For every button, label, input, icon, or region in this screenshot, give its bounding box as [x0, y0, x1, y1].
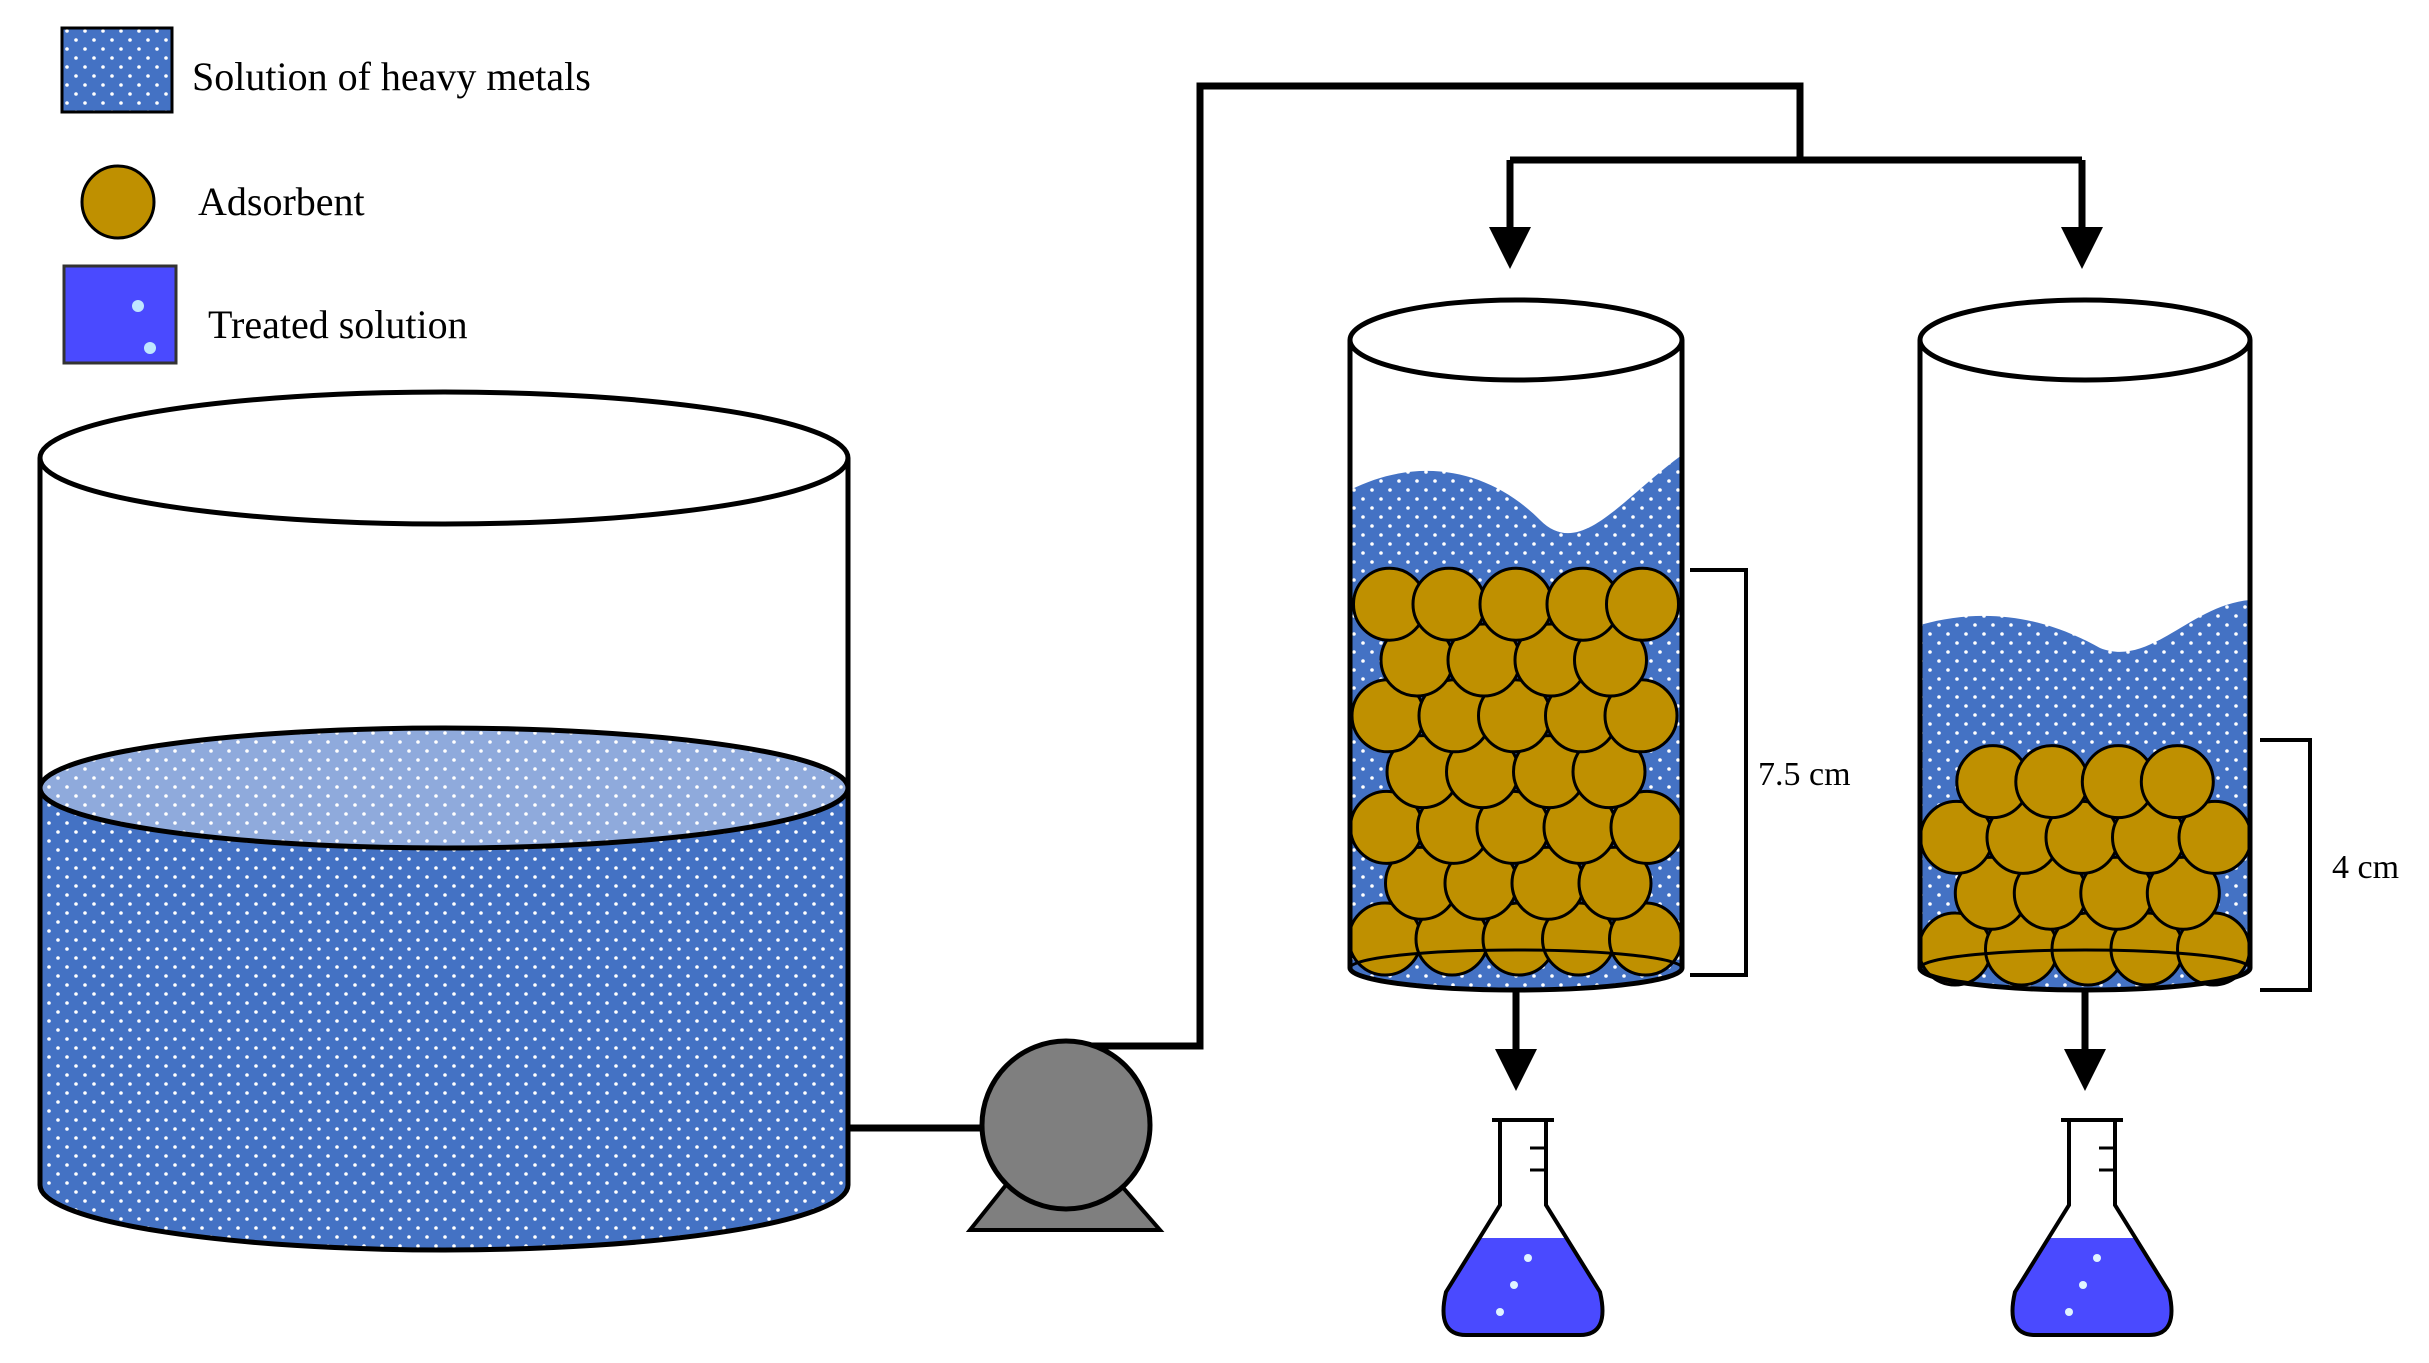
flask-right-liquid [2012, 1238, 2172, 1335]
tank-top-rim [37, 389, 851, 527]
pump-to-column-pipe [1068, 82, 1804, 1050]
bubble-icon [1510, 1281, 1518, 1289]
tank-liquid-body [40, 788, 848, 1250]
flask-right-outline-icon [2010, 1118, 2174, 1337]
solution-swatch-icon [60, 26, 174, 114]
adsorbent-bead [1478, 566, 1554, 642]
flask-left-outline-icon [1441, 1118, 1605, 1337]
legend-label-treated: Treated solution [208, 302, 468, 347]
column-left-top [1347, 297, 1685, 383]
bed-height-label-right: 4 cm [2332, 849, 2399, 886]
adsorbent-sphere-icon [80, 164, 156, 240]
bubble-icon [2065, 1308, 2073, 1316]
pump-body-icon [979, 1038, 1153, 1212]
piping [848, 82, 2103, 1132]
treated-solution-swatch-icon [62, 264, 178, 365]
pump [965, 1038, 1165, 1232]
legend: Solution of heavy metals Adsorbent Treat… [60, 26, 591, 365]
legend-item-treated: Treated solution [62, 264, 468, 365]
adsorbent-bed-right [1917, 744, 2253, 987]
bed-bracket-right [2260, 738, 2312, 992]
collection-flask-left [1441, 1118, 1605, 1337]
bubble-icon [1496, 1308, 1504, 1316]
bubble-icon [1524, 1254, 1532, 1262]
column-left-bottom-back [1348, 948, 1684, 969]
adsorbent-bead [2014, 744, 2090, 820]
bubble-icon [2093, 1254, 2101, 1262]
legend-item-solution: Solution of heavy metals [60, 26, 591, 114]
flask-left-liquid [1443, 1238, 1603, 1335]
tank-bottom-rim [37, 1184, 851, 1253]
column-left: 7.5 cm [1347, 297, 1851, 1091]
column-right-top [1917, 297, 2253, 383]
adsorbent-bead [1605, 566, 1680, 642]
bed-height-label-left: 7.5 cm [1758, 756, 1851, 793]
bubble-icon [2079, 1281, 2087, 1289]
bubble-icon [144, 342, 156, 354]
column-right-bottom-back [1918, 948, 2252, 969]
bubble-icon [132, 300, 144, 312]
tank-liquid-surface [37, 725, 851, 851]
column-left-bottom [1347, 967, 1685, 993]
legend-label-solution: Solution of heavy metals [192, 54, 591, 99]
feed-tank [37, 389, 851, 1253]
legend-label-adsorbent: Adsorbent [198, 179, 365, 224]
bed-bracket-left [1690, 568, 1748, 977]
collection-flask-right [2010, 1118, 2174, 1337]
adsorbent-bead [1577, 845, 1653, 921]
adsorbent-bed-left [1347, 566, 1685, 977]
adsorbent-bead [2139, 744, 2215, 820]
adsorbent-bead [1411, 566, 1487, 642]
column-right: 4 cm [1917, 297, 2399, 1091]
legend-item-adsorbent: Adsorbent [80, 164, 365, 240]
column-right-bottom [1917, 967, 2253, 993]
